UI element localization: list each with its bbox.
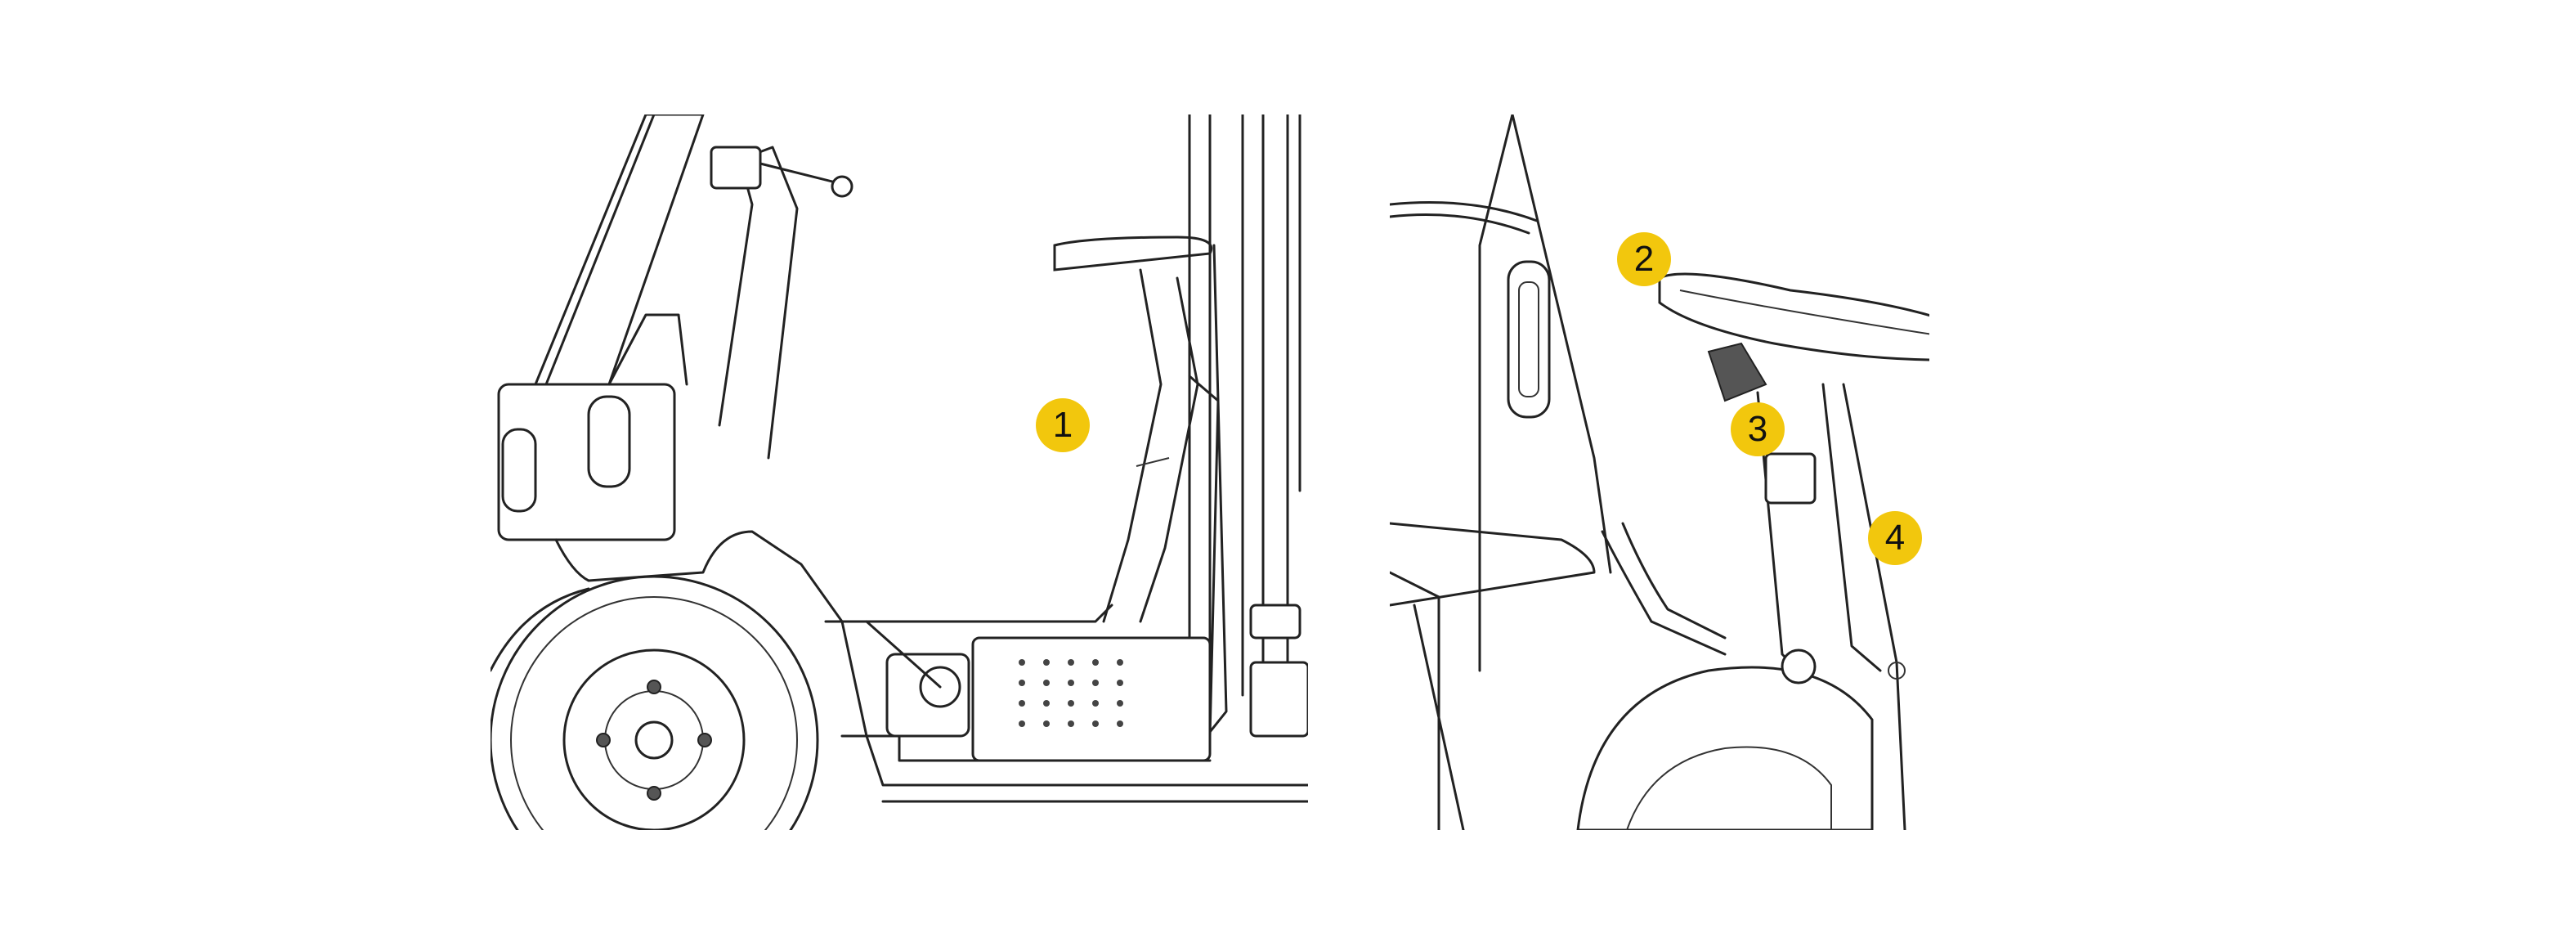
left-panel-forklift xyxy=(491,114,1308,830)
vent-holes xyxy=(1019,659,1123,727)
callout-4: 4 xyxy=(1868,511,1922,565)
callout-3: 3 xyxy=(1731,402,1785,456)
callout-1: 1 xyxy=(1036,398,1090,452)
callout-2: 2 xyxy=(1617,232,1671,286)
right-panel-seat-detail xyxy=(1390,114,1929,830)
